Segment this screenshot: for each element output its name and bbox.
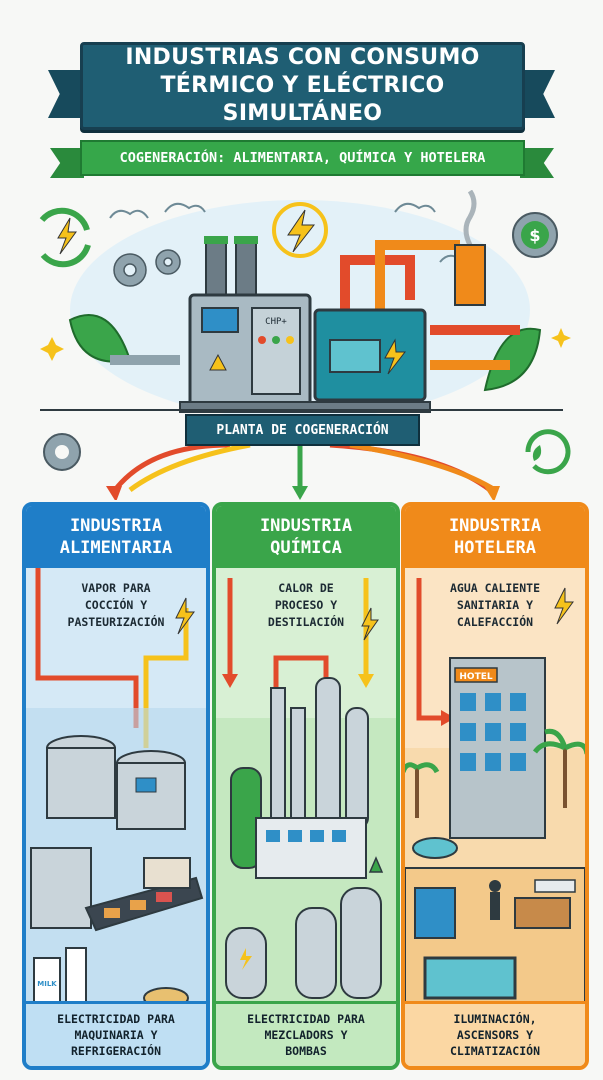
power-line: REFRIGERACIÓN xyxy=(70,1044,161,1058)
heat-use-text: AGUA CALIENTE SANITARIA Y CALEFACCIÓN xyxy=(405,580,585,631)
column-title-line-1: INDUSTRIA xyxy=(448,516,542,536)
heat-line: SANITARIA Y xyxy=(456,598,534,612)
heat-line: COCCIÓN Y xyxy=(84,598,148,612)
column-header: INDUSTRIA HOTELERA xyxy=(405,506,585,568)
column-header: INDUSTRIA ALIMENTARIA xyxy=(26,506,206,568)
power-line: ASCENSORS Y xyxy=(456,1028,534,1042)
gear-icon xyxy=(113,249,181,287)
page-title: INDUSTRIAS CON CONSUMO TÉRMICO Y ELÉCTRI… xyxy=(80,42,525,130)
heat-line: VAPOR PARA xyxy=(81,581,151,595)
heat-line: CALEFACCIÓN xyxy=(456,615,534,629)
heat-line: PASTEURIZACIÓN xyxy=(67,615,165,629)
chp-tag: CHP+ xyxy=(265,317,287,327)
power-line: MEZCLADORS Y xyxy=(264,1028,348,1042)
heat-line: AGUA CALIENTE xyxy=(449,581,540,595)
subtitle: COGENERACIÓN: ALIMENTARIA, QUÍMICA Y HOT… xyxy=(80,140,525,176)
title-line-2: TÉRMICO Y ELÉCTRICO SIMULTÁNEO xyxy=(160,73,445,126)
cogeneration-plant-illustration: $ CHP+ xyxy=(39,190,571,500)
column-title-line-1: INDUSTRIA xyxy=(69,516,163,536)
column-chemical-industry: INDUSTRIA QUÍMICA CALOR DE PROCESO Y DES… xyxy=(212,502,400,1070)
heat-line: DESTILACIÓN xyxy=(267,615,345,629)
column-title-line-2: QUÍMICA xyxy=(270,538,342,558)
sparkle-icon xyxy=(40,328,571,361)
power-line: ELECTRICIDAD PARA xyxy=(57,1012,175,1026)
food-industry-illustration: MILK xyxy=(26,568,206,1008)
heat-line: PROCESO Y xyxy=(274,598,338,612)
title-line-1: INDUSTRIAS CON CONSUMO xyxy=(125,45,480,70)
power-line: ELECTRICIDAD PARA xyxy=(247,1012,365,1026)
lightning-icon xyxy=(272,202,328,258)
plant-label: PLANTA DE COGENERACIÓN xyxy=(185,414,420,446)
subtitle-ribbon-right xyxy=(520,148,554,178)
subtitle-ribbon-left xyxy=(50,148,84,178)
column-title-line-2: ALIMENTARIA xyxy=(59,538,173,558)
power-line: MAQUINARIA Y xyxy=(74,1028,158,1042)
svg-text:$: $ xyxy=(529,226,540,245)
power-line: BOMBAS xyxy=(285,1044,327,1058)
leaf-icon xyxy=(68,314,542,392)
recycle-lightning-icon xyxy=(39,207,91,268)
power-use-text: ELECTRICIDAD PARA MEZCLADORS Y BOMBAS xyxy=(216,1001,396,1066)
heat-use-text: CALOR DE PROCESO Y DESTILACIÓN xyxy=(216,580,396,631)
column-title-line-1: INDUSTRIA xyxy=(259,516,353,536)
hotel-industry-illustration: HOTEL xyxy=(405,578,585,1008)
power-line: CLIMATIZACIÓN xyxy=(449,1044,540,1058)
heat-line: CALOR DE xyxy=(278,581,334,595)
heat-use-text: VAPOR PARA COCCIÓN Y PASTEURIZACIÓN xyxy=(26,580,206,631)
dollar-gear-icon: $ xyxy=(512,212,558,258)
power-use-text: ILUMINACIÓN, ASCENSORS Y CLIMATIZACIÓN xyxy=(405,1001,585,1066)
column-title-line-2: HOTELERA xyxy=(454,538,536,558)
column-header: INDUSTRIA QUÍMICA xyxy=(216,506,396,568)
power-line: ILUMINACIÓN, xyxy=(453,1012,537,1026)
milk-label: MILK xyxy=(37,980,57,988)
power-use-text: ELECTRICIDAD PARA MAQUINARIA Y REFRIGERA… xyxy=(26,1001,206,1066)
chemical-industry-illustration xyxy=(216,578,396,1008)
column-hotel-industry: INDUSTRIA HOTELERA HOTEL AGUA CALIENTE xyxy=(401,502,589,1070)
hotel-sign: HOTEL xyxy=(459,672,492,682)
column-food-industry: INDUSTRIA ALIMENTARIA MILK VAPOR PARA CO… xyxy=(22,502,210,1070)
